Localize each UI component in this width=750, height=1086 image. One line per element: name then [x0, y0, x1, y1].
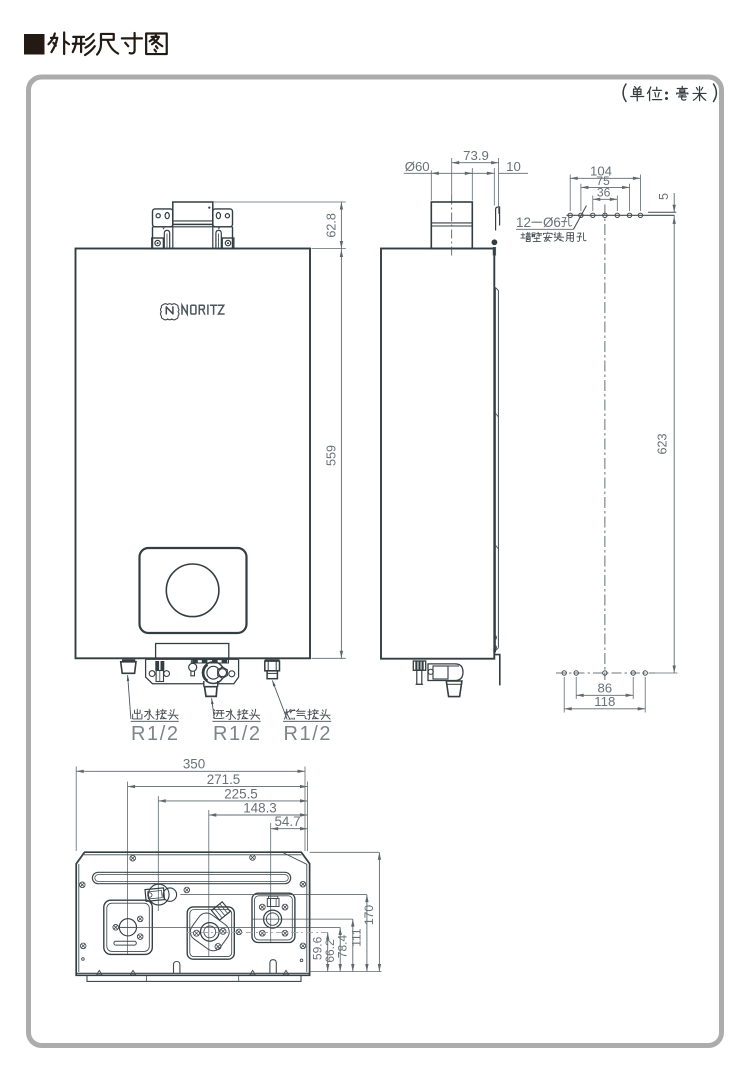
- svg-text:111: 111: [350, 928, 364, 947]
- svg-text:559: 559: [324, 445, 338, 466]
- svg-text:10: 10: [506, 159, 521, 174]
- svg-text:73.9: 73.9: [463, 148, 489, 163]
- svg-text:12: 12: [516, 215, 531, 230]
- svg-text:170: 170: [362, 905, 376, 925]
- svg-text:623: 623: [655, 433, 669, 454]
- svg-text:36: 36: [597, 186, 611, 200]
- svg-text:148.3: 148.3: [243, 800, 277, 815]
- svg-text:Ø60: Ø60: [405, 159, 430, 174]
- svg-text:5: 5: [657, 193, 671, 200]
- svg-text:62.8: 62.8: [324, 213, 338, 238]
- svg-text:271.5: 271.5: [207, 772, 241, 787]
- svg-text:66.2: 66.2: [323, 939, 337, 963]
- svg-text:350: 350: [183, 757, 205, 772]
- svg-text:R1/2: R1/2: [131, 723, 180, 745]
- svg-text:R1/2: R1/2: [213, 723, 262, 745]
- svg-text:R1/2: R1/2: [284, 723, 333, 745]
- svg-text:Ø6: Ø6: [543, 215, 561, 230]
- svg-text:59.6: 59.6: [310, 936, 324, 960]
- svg-text:118: 118: [594, 694, 615, 709]
- svg-text:78.4: 78.4: [336, 934, 350, 958]
- svg-text:54.7: 54.7: [274, 814, 300, 829]
- svg-text:86: 86: [597, 681, 612, 696]
- svg-text:104: 104: [590, 164, 612, 179]
- svg-text:75: 75: [596, 174, 610, 188]
- svg-text:225.5: 225.5: [224, 786, 258, 801]
